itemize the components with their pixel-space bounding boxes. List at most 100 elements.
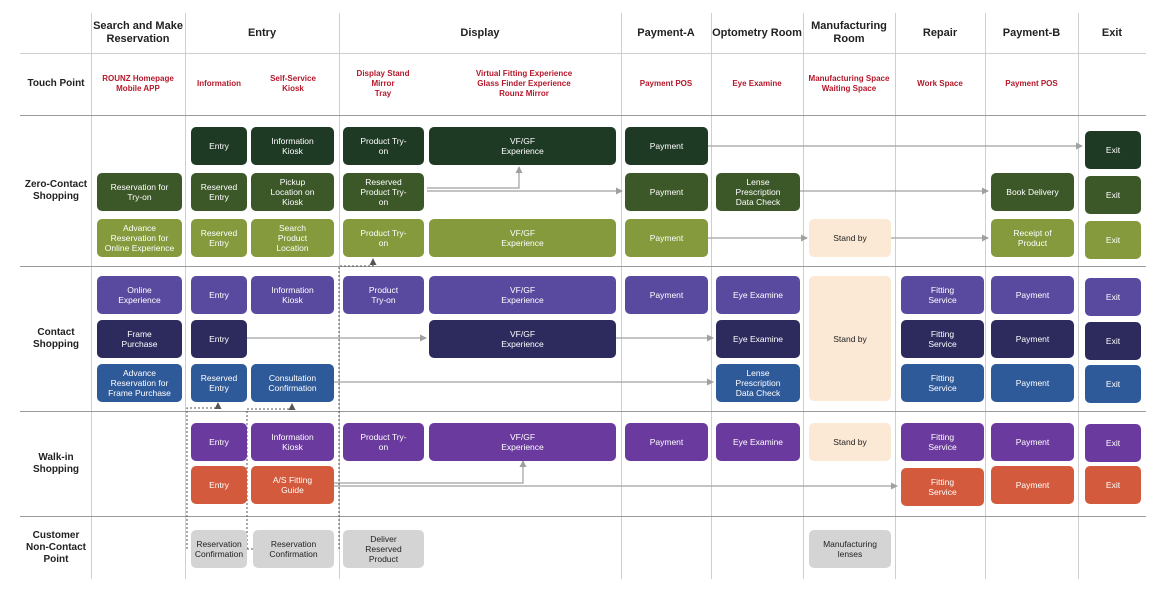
box-walkin-entry-2: Entry xyxy=(191,466,247,504)
box-zero-vfgf-experience: VF/GF Experience xyxy=(429,127,616,165)
box-contact-stand-by: Stand by xyxy=(809,276,891,401)
box-contact-vfgf-experience-2: VF/GF Experience xyxy=(429,320,616,358)
box-contact-entry: Entry xyxy=(191,276,247,314)
box-search-product-location: Search Product Location xyxy=(251,219,334,257)
box-contact-exit-2: Exit xyxy=(1085,322,1141,360)
column-divider xyxy=(985,13,986,579)
touch-point-work-space: Work Space xyxy=(917,79,963,88)
box-walkin-payment-b-2: Payment xyxy=(991,466,1074,504)
dashed-connector xyxy=(338,258,377,549)
box-receipt-of-product: Receipt of Product xyxy=(991,219,1074,257)
box-contact-eye-examine-2: Eye Examine xyxy=(716,320,800,358)
row-divider xyxy=(20,516,1146,517)
touch-point-payment-pos-a: Payment POS xyxy=(639,79,693,88)
box-contact-entry-2: Entry xyxy=(191,320,247,358)
touch-point-payment-pos-b: Payment POS xyxy=(1005,79,1058,88)
box-reservation-tryon: Reservation for Try-on xyxy=(97,173,182,211)
column-header-entry: Entry xyxy=(247,26,277,39)
column-divider xyxy=(895,13,896,579)
box-walkin-fitting-service: Fitting Service xyxy=(901,423,984,461)
touch-point-information: Information xyxy=(197,79,241,88)
box-reservation-confirmation: Reservation Confirmation xyxy=(191,530,247,568)
box-frame-purchase: Frame Purchase xyxy=(97,320,182,358)
row-header-contact: Contact Shopping xyxy=(32,326,80,350)
box-walkin-entry: Entry xyxy=(191,423,247,461)
box-consultation-confirmation: Consultation Confirmation xyxy=(251,364,334,402)
box-zero-stand-by: Stand by xyxy=(809,219,891,257)
box-zero-payment: Payment xyxy=(625,127,708,165)
box-reservation-confirmation-2: Reservation Confirmation xyxy=(253,530,334,568)
box-walkin-eye-examine: Eye Examine xyxy=(716,423,800,461)
box-reserved-product-tryon: Reserved Product Try- on xyxy=(343,173,424,211)
column-header-payment-a: Payment-A xyxy=(637,26,695,39)
box-walkin-stand-by: Stand by xyxy=(809,423,891,461)
box-contact-payment: Payment xyxy=(625,276,708,314)
column-divider xyxy=(621,13,622,579)
touch-point-virtual-fitting: Virtual Fitting Experience Glass Finder … xyxy=(475,69,573,98)
column-header-search: Search and Make Reservation xyxy=(93,20,183,45)
box-advance-online: Advance Reservation for Online Experienc… xyxy=(97,219,182,257)
connector-line xyxy=(427,166,523,189)
box-contact-fitting-service-2: Fitting Service xyxy=(901,320,984,358)
box-zero-payment-3: Payment xyxy=(625,219,708,257)
box-contact-fitting-service-3: Fitting Service xyxy=(901,364,984,402)
box-contact-reserved-entry: Reserved Entry xyxy=(191,364,247,402)
row-divider xyxy=(20,53,1146,54)
row-header-zero-contact: Zero-Contact Shopping xyxy=(24,178,88,202)
box-zero-lense-prescription: Lense Prescription Data Check xyxy=(716,173,800,211)
touch-point-rounz: ROUNZ Homepage Mobile APP xyxy=(102,74,174,93)
box-zero-information-kiosk: Information Kiosk xyxy=(251,127,334,165)
box-contact-exit: Exit xyxy=(1085,278,1141,316)
box-advance-frame-purchase: Advance Reservation for Frame Purchase xyxy=(97,364,182,402)
box-walkin-information-kiosk: Information Kiosk xyxy=(251,423,334,461)
box-contact-vfgf-experience: VF/GF Experience xyxy=(429,276,616,314)
box-zero-reserved-entry-2: Reserved Entry xyxy=(191,219,247,257)
row-divider xyxy=(20,411,1146,412)
column-header-display: Display xyxy=(460,26,500,39)
row-divider xyxy=(20,115,1146,116)
column-divider xyxy=(91,13,92,579)
column-header-repair: Repair xyxy=(922,26,958,39)
connector-line xyxy=(334,460,527,484)
column-header-exit: Exit xyxy=(1101,26,1123,39)
box-deliver-reserved-product: Deliver Reserved Product xyxy=(343,530,424,568)
row-header-touch-point: Touch Point xyxy=(27,78,85,89)
box-contact-fitting-service: Fitting Service xyxy=(901,276,984,314)
column-divider xyxy=(803,13,804,579)
box-manufacturing-lenses: Manufacturing lenses xyxy=(809,530,891,568)
box-zero-payment-2: Payment xyxy=(625,173,708,211)
box-walkin-exit-2: Exit xyxy=(1085,466,1141,504)
box-walkin-payment-b: Payment xyxy=(991,423,1074,461)
column-header-optometry: Optometry Room xyxy=(712,26,802,39)
touch-point-kiosk: Self-Service Kiosk xyxy=(270,74,316,93)
box-contact-payment-b-2: Payment xyxy=(991,320,1074,358)
box-book-delivery: Book Delivery xyxy=(991,173,1074,211)
box-contact-payment-b: Payment xyxy=(991,276,1074,314)
column-divider xyxy=(185,13,186,579)
box-zero-product-tryon-3: Product Try- on xyxy=(343,219,424,257)
box-walkin-fitting-service-2: Fitting Service xyxy=(901,468,984,506)
touch-point-display-stand: Display Stand Mirror Tray xyxy=(356,69,410,98)
row-header-non-contact: Customer Non-Contact Point xyxy=(26,529,86,565)
box-walkin-product-tryon: Product Try- on xyxy=(343,423,424,461)
box-walkin-exit: Exit xyxy=(1085,424,1141,462)
box-zero-exit: Exit xyxy=(1085,131,1141,169)
touch-point-manufacturing-space: Manufacturing Space Waiting Space xyxy=(808,74,890,93)
box-zero-exit-2: Exit xyxy=(1085,176,1141,214)
box-contact-information-kiosk: Information Kiosk xyxy=(251,276,334,314)
dashed-connector xyxy=(186,402,222,549)
column-header-payment-b: Payment-B xyxy=(1002,26,1061,39)
box-contact-eye-examine: Eye Examine xyxy=(716,276,800,314)
box-walkin-vfgf-experience: VF/GF Experience xyxy=(429,423,616,461)
dashed-connector xyxy=(246,403,296,549)
row-header-walk-in: Walk-in Shopping xyxy=(32,451,80,475)
box-online-experience: Online Experience xyxy=(97,276,182,314)
box-contact-payment-b-3: Payment xyxy=(991,364,1074,402)
box-zero-vfgf-experience-3: VF/GF Experience xyxy=(429,219,616,257)
box-zero-entry: Entry xyxy=(191,127,247,165)
column-divider xyxy=(711,13,712,579)
box-contact-exit-3: Exit xyxy=(1085,365,1141,403)
column-divider xyxy=(1078,13,1079,579)
